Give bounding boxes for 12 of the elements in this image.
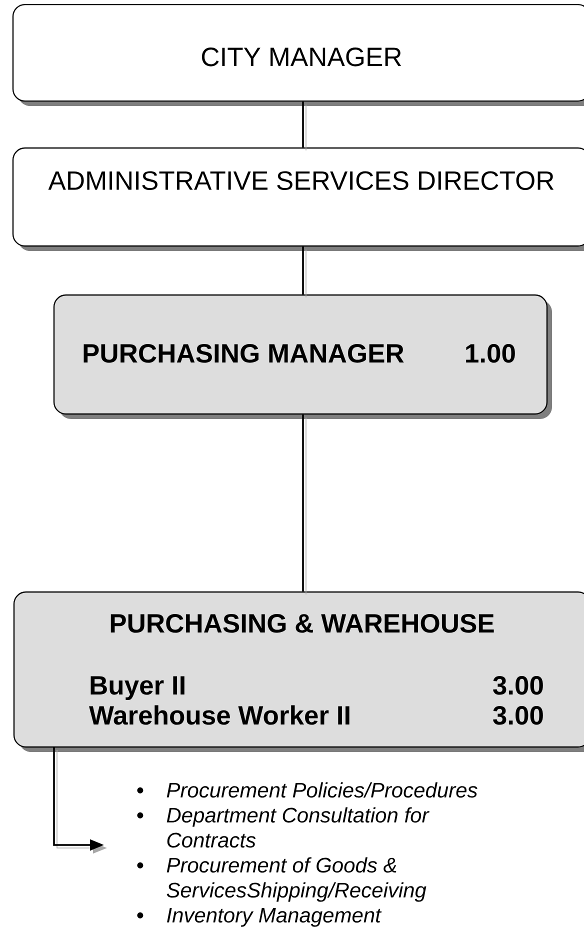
bullet-list: Procurement Policies/Procedures Department Consultation for Contracts Procurement of Goods & ServicesShipping/Receiving Inventory Management [137,782,478,927]
org-box: PURCHASING MANAGER 1.00 [53,294,552,419]
org-box: PURCHASING & WAREHOUSE Buyer II 3.00 Warehouse Worker II 3.00 [13,591,584,752]
org-box: ADMINISTRATIVE SERVICES DIRECTOR [12,147,584,251]
node-label: Inventory Management [167,908,382,927]
connector-line [302,246,304,294]
connector-line [302,102,304,148]
node-label: Procurement of Goods & ServicesShipping/Receiving [166,857,426,902]
node-label: Procurement Policies/Procedures [166,782,478,798]
org-box: CITY MANAGER [12,4,584,106]
connector-line [302,414,304,592]
node-label: Department Consultation for Contracts [166,807,430,848]
